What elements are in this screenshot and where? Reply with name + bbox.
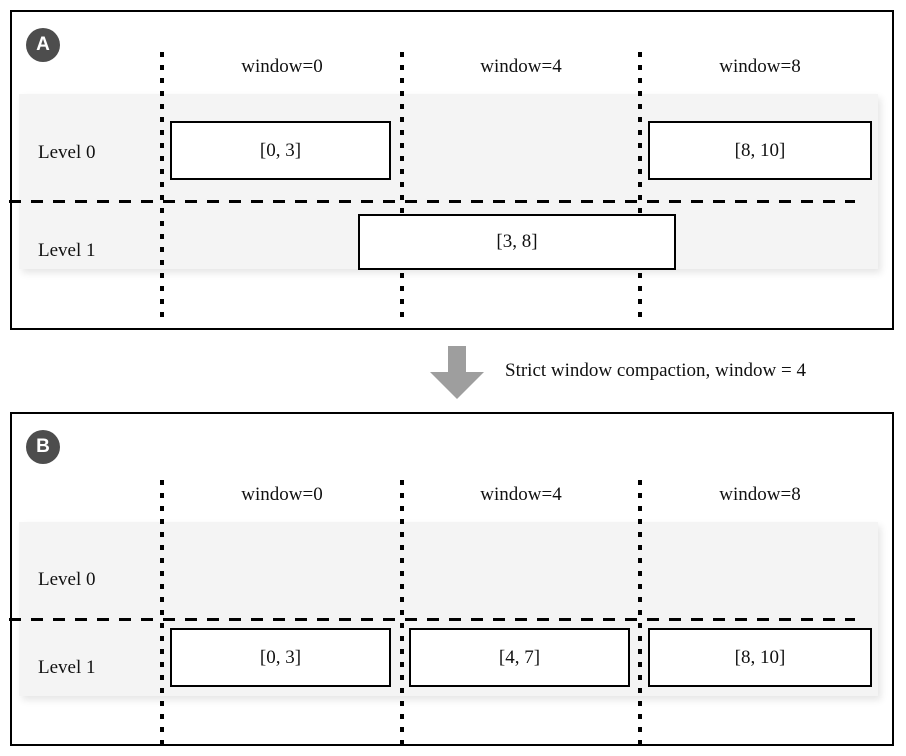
panel-a-interval-box-8-10: [8, 10] <box>648 121 872 180</box>
panel-a-interval-box-0-3: [0, 3] <box>170 121 391 180</box>
panel-a-window-header-2: window=8 <box>719 56 801 77</box>
panel-b-interval-box-0-3: [0, 3] <box>170 628 391 687</box>
panel-a-window-boundary-0 <box>160 52 164 324</box>
panel-b-level-label-0: Level 0 <box>38 569 96 590</box>
panel-a-interval-box-3-8: [3, 8] <box>358 214 676 270</box>
panel-b-interval-box-4-7: [4, 7] <box>409 628 630 687</box>
panel-a-window-boundary-1 <box>400 52 404 324</box>
panel-a-window-header-0: window=0 <box>241 56 323 77</box>
panel-b-level-divider <box>9 618 855 621</box>
panel-b-window-boundary-0 <box>160 480 164 746</box>
panel-b-window-header-0: window=0 <box>241 484 323 505</box>
panel-a-level-label-1: Level 1 <box>38 240 96 261</box>
panel-b: B window=0 window=4 window=8 Level 0 Lev… <box>9 412 894 746</box>
panel-a-level-divider <box>9 200 855 203</box>
panel-b-window-header-2: window=8 <box>719 484 801 505</box>
panel-b-window-header-1: window=4 <box>480 484 562 505</box>
panel-a-level-label-0: Level 0 <box>38 142 96 163</box>
panel-b-window-boundary-1 <box>400 480 404 746</box>
panel-b-badge: B <box>26 430 60 464</box>
panel-a-window-boundary-2 <box>638 52 642 324</box>
panel-a-badge: A <box>26 28 60 62</box>
panel-b-interval-box-8-10: [8, 10] <box>648 628 872 687</box>
panel-a-window-header-1: window=4 <box>480 56 562 77</box>
panel-a: A window=0 window=4 window=8 Level 0 Lev… <box>9 10 894 330</box>
down-arrow-icon <box>430 346 484 399</box>
panel-b-window-boundary-2 <box>638 480 642 746</box>
transition-caption: Strict window compaction, window = 4 <box>505 360 806 381</box>
panel-b-level-label-1: Level 1 <box>38 657 96 678</box>
